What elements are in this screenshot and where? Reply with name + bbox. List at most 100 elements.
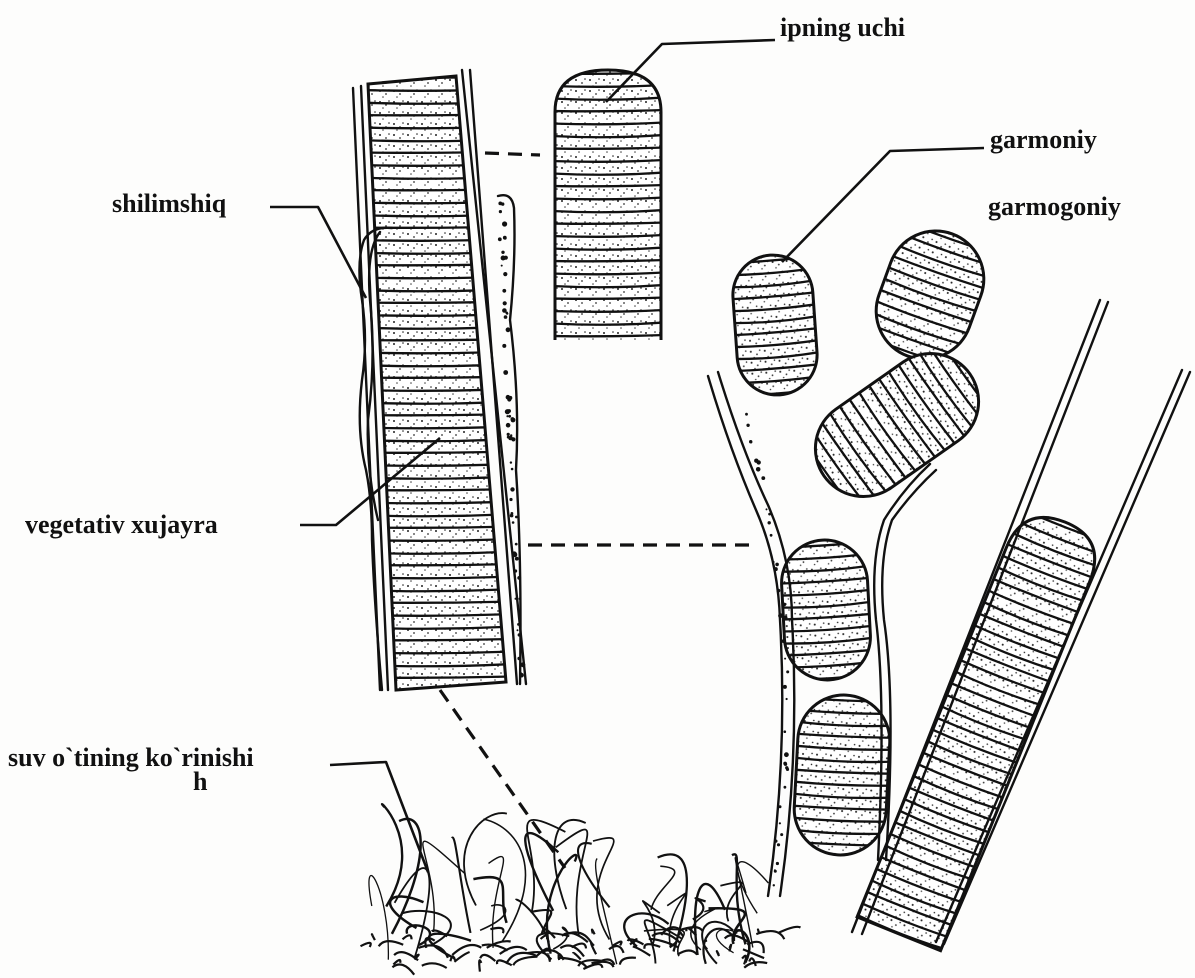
label-hormogonium: garmoniy (990, 125, 1097, 154)
granule (507, 436, 510, 439)
granule (506, 327, 511, 332)
granule (517, 623, 520, 626)
granule (782, 639, 786, 643)
alga-thread (678, 951, 698, 955)
granule (774, 840, 777, 843)
alga-thread (369, 875, 388, 959)
cross-wall (360, 264, 512, 265)
cross-wall (360, 677, 512, 678)
alga-thread (484, 819, 526, 942)
cross-wall (552, 260, 664, 261)
granule (750, 441, 752, 443)
alga-thread (392, 964, 414, 974)
granule (508, 415, 511, 418)
alga-thread (573, 953, 581, 959)
granule (766, 508, 768, 510)
granule (512, 521, 515, 524)
granule (776, 862, 779, 865)
alga-mass (361, 804, 801, 975)
granule (784, 763, 787, 766)
granule (515, 598, 517, 600)
alga-thread (422, 963, 447, 968)
label-mucilage: shilimshiq (112, 189, 227, 218)
granule (784, 658, 786, 660)
granule (774, 870, 777, 873)
label-hormogonium-alt: garmogoniy (988, 192, 1121, 221)
alga-thread (361, 943, 371, 947)
cross-wall (552, 298, 664, 299)
granule (511, 437, 515, 441)
alga-thread (497, 960, 512, 965)
granule (773, 884, 775, 886)
alga-thread (382, 804, 402, 906)
granule (510, 461, 512, 463)
alga-thread (556, 829, 588, 936)
cross-wall (552, 335, 664, 336)
granule (519, 598, 521, 600)
right-filament-trichome (854, 504, 1109, 952)
granule (783, 685, 787, 689)
granule (501, 202, 504, 205)
cross-wall (552, 73, 664, 74)
hormogonium (861, 217, 999, 373)
alga-thread (541, 935, 548, 939)
alga-thread (620, 958, 636, 965)
label-alga-view: suv o`tining ko`rinishi (8, 743, 254, 772)
alga-thread (717, 951, 719, 956)
alga-thread (513, 957, 537, 966)
granule (503, 370, 508, 375)
granule (775, 563, 779, 567)
granule (499, 210, 502, 213)
granule (786, 670, 789, 673)
cross-wall (552, 223, 664, 224)
granule (499, 239, 502, 242)
granule (503, 301, 507, 305)
label-stray-h: h (193, 767, 208, 796)
granule (779, 822, 781, 824)
granule (779, 805, 782, 808)
cross-wall (360, 452, 512, 453)
alga-thread (482, 945, 508, 951)
granule (786, 698, 788, 700)
granule (506, 415, 508, 417)
alga-thread (480, 955, 495, 961)
granule (777, 843, 780, 846)
alga-thread (679, 932, 683, 937)
cross-wall (552, 148, 664, 149)
cross-wall (360, 602, 512, 603)
granule (754, 459, 758, 463)
cross-wall (360, 189, 512, 190)
alga-thread (578, 843, 610, 907)
granule (507, 397, 511, 401)
granule (519, 673, 524, 678)
granule (510, 487, 514, 491)
granule (745, 413, 748, 416)
granule (778, 613, 783, 618)
alga-thread (473, 877, 506, 923)
granule (511, 512, 514, 515)
granule (515, 516, 518, 519)
dashed-connector-base (440, 690, 565, 868)
granule (504, 315, 508, 319)
granule (768, 513, 771, 516)
filament-tip (552, 70, 664, 340)
alga-thread (729, 945, 731, 952)
alga-thread (372, 934, 375, 940)
granule (504, 256, 508, 260)
granule (783, 603, 787, 607)
granule (784, 616, 788, 620)
cross-wall (552, 110, 664, 111)
alga-thread (547, 855, 576, 954)
alga-thread (479, 960, 481, 971)
alga-thread (758, 930, 759, 934)
dashed-connector-tip (485, 153, 540, 155)
alga-thread (592, 930, 595, 935)
cross-wall (360, 527, 512, 528)
alga-thread (633, 946, 651, 955)
granule (506, 312, 508, 314)
granule (511, 468, 514, 471)
alga-thread (489, 857, 504, 948)
granule (768, 521, 771, 524)
alga-thread (379, 941, 404, 946)
